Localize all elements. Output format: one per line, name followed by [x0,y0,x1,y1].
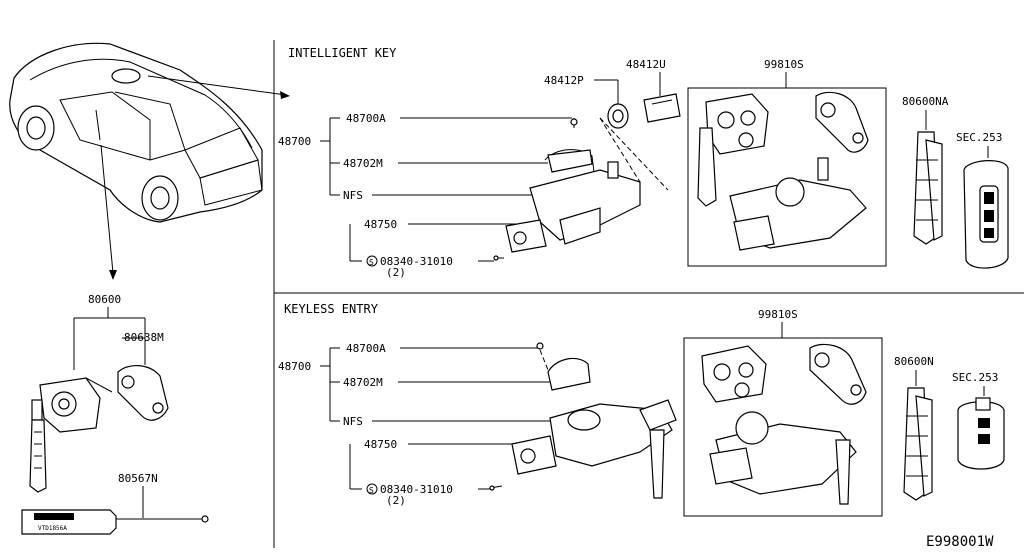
ke-label-48750: 48750 [364,438,397,451]
ke-mechanical-keys [903,387,933,501]
section-title-intelligent-key: INTELLIGENT KEY [288,46,397,60]
door-lock-cylinder [31,377,113,433]
vehicle-illustration [9,42,263,223]
svg-text:S: S [369,258,374,267]
ik-kit-box [687,87,887,267]
ik-amplifier [643,93,681,123]
ke-leaders [320,347,572,490]
ik-bolt-symbol [366,255,378,267]
svg-text:VTD1856A: VTD1856A [38,525,67,532]
ik-label-48412u: 48412U [626,58,666,71]
ik-steering-lock-assembly [493,118,641,261]
leader-80600 [73,307,146,370]
ke-label-sec253: SEC.253 [952,371,998,384]
ik-label-sec253: SEC.253 [956,131,1002,144]
ik-label-99810s: 99810S [764,58,804,71]
ik-label-bolt: 08340-31010 [380,255,453,268]
ke-steering-lock-assembly [489,342,677,499]
ik-label-bolt-qty: (2) [386,266,406,279]
ke-label-48702m: 48702M [343,376,383,389]
ke-label-99810s: 99810S [758,308,798,321]
ke-kit-contents [701,343,867,505]
lock-rod-lever [117,365,169,421]
ke-remote-fob [957,397,1005,470]
diagram-code: E998001W [926,534,994,550]
ke-label-bolt: 08340-31010 [380,483,453,496]
section-title-keyless-entry: KEYLESS ENTRY [284,302,379,316]
ke-bolt-symbol [366,483,378,495]
ik-leaders [320,117,572,262]
ik-label-80600na: 80600NA [902,95,949,108]
ke-kit-box [683,337,883,517]
key-tag: VTD1856A [21,509,209,535]
ke-label-nfs: NFS [343,415,363,428]
ik-dashed-guide [599,117,669,191]
ik-label-48700: 48700 [278,135,311,148]
ke-label-48700a: 48700A [346,342,386,355]
ke-label-bolt-qty: (2) [386,494,406,507]
ik-mechanical-keys [913,131,943,245]
ik-antenna-ring [607,103,629,129]
ke-label-48700: 48700 [278,360,311,373]
ik-label-48700a: 48700A [346,112,386,125]
label-80600: 80600 [88,293,121,306]
ik-label-nfs: NFS [343,189,363,202]
ke-label-80600n: 80600N [894,355,934,368]
label-80567n: 80567N [118,472,158,485]
ik-kit-contents [697,91,869,251]
callout-arrows [100,75,290,280]
door-key [29,419,47,493]
ik-intelligent-key-fob [963,160,1009,269]
ik-label-48702m: 48702M [343,157,383,170]
ik-label-48750: 48750 [364,218,397,231]
svg-text:S: S [369,486,374,495]
ik-label-48412p: 48412P [544,74,584,87]
